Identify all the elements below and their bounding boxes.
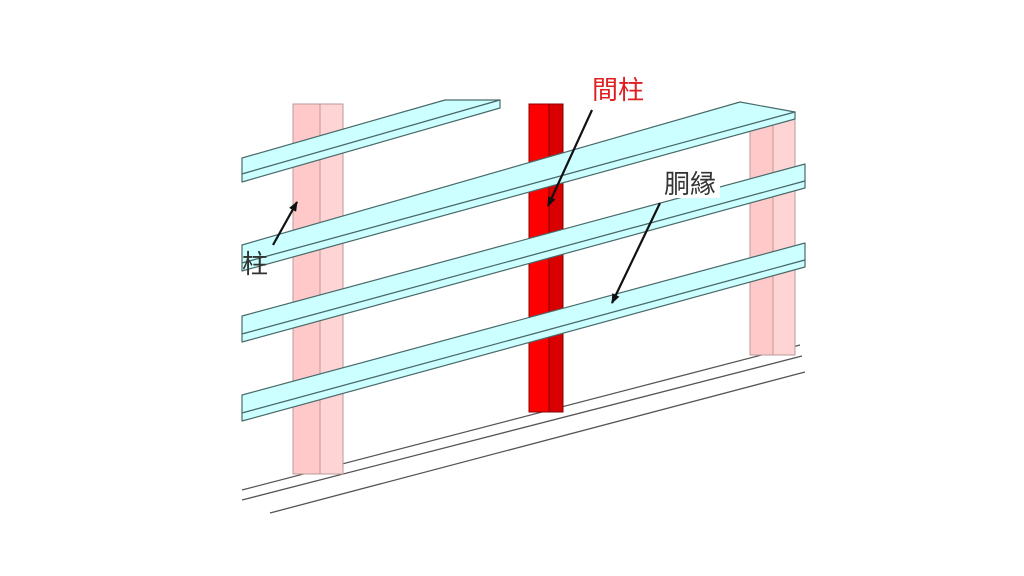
girt-3 — [241, 163, 806, 343]
arrow-girt — [611, 202, 661, 304]
label-girt: 胴縁 — [660, 172, 721, 198]
label-stud: 間柱 — [592, 76, 645, 106]
arrow-stud — [547, 109, 593, 207]
label-post: 柱 — [242, 250, 269, 280]
girts — [241, 99, 806, 422]
girt-1 — [241, 99, 501, 183]
post-right-side — [772, 111, 796, 356]
floor-line-2 — [241, 355, 803, 501]
leader-lines — [272, 109, 661, 304]
floor-line-3 — [269, 371, 806, 514]
post-right-face — [749, 114, 774, 356]
post-right — [749, 111, 796, 356]
arrow-post — [272, 201, 298, 246]
post-left-side — [319, 103, 344, 475]
